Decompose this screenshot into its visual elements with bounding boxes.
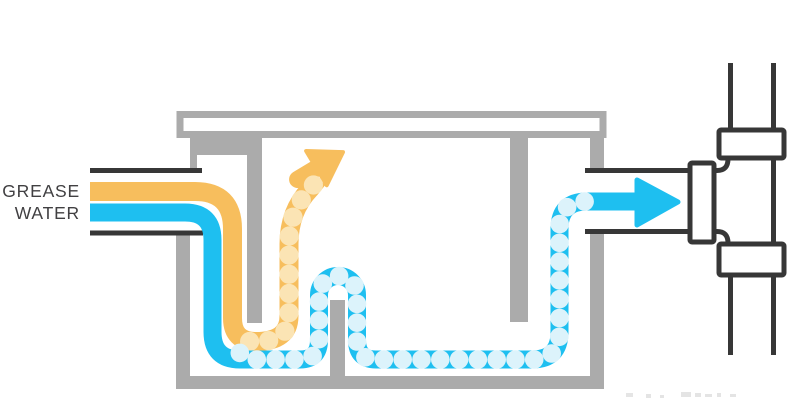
water-bubble [374, 350, 394, 369]
water-bubble [309, 292, 329, 311]
outlet-baffle [510, 138, 528, 322]
water-bubble [230, 343, 250, 363]
grease-bubble [303, 175, 323, 195]
tank [176, 111, 607, 389]
water-bubble [506, 350, 525, 369]
water-bubble [329, 266, 349, 286]
water-bubble [412, 350, 431, 369]
bottom-weir [330, 300, 345, 376]
watermark-remnant [626, 392, 736, 398]
water-bubble [542, 344, 561, 363]
water-bubble [345, 276, 364, 295]
pipe-coupling-lower [716, 241, 787, 278]
water-bubble [309, 329, 329, 349]
inlet-baffle [196, 138, 262, 323]
water-bubble [550, 327, 569, 347]
grease-bubble [283, 207, 303, 227]
water-bubble [550, 252, 569, 271]
water-bubble [524, 350, 544, 369]
water-bubble [468, 350, 488, 369]
water-bubble [449, 350, 469, 369]
water-bubble [550, 233, 569, 253]
tank-lid [176, 111, 607, 138]
water-bubble [550, 271, 569, 290]
grease-arrow-head [304, 148, 346, 188]
tank-bottom [176, 376, 604, 389]
tank-left-wall-lower [176, 233, 190, 380]
water-bubble [309, 311, 329, 330]
water-bubble [347, 294, 367, 314]
water-bubble [347, 332, 367, 351]
water-bubble [266, 350, 285, 369]
water-bubble [550, 308, 569, 328]
water-outlet-arrow-head [634, 177, 681, 228]
water-bubble [393, 350, 413, 369]
tank-left-wall-upper [190, 135, 197, 171]
water-bubble [347, 313, 367, 333]
water-bubble [247, 350, 267, 369]
water-bubble [487, 350, 507, 369]
water-bubble [313, 274, 333, 293]
water-bubble [575, 192, 594, 211]
grease-bubble [279, 303, 299, 323]
water-bubble [303, 346, 322, 366]
water-bubble [550, 289, 569, 309]
water-bubble [550, 214, 569, 234]
tank-right-wall-upper [590, 135, 604, 171]
grease-bubble [291, 190, 311, 210]
tee-top-curve [712, 158, 731, 173]
tank-right-wall-lower [590, 230, 604, 380]
water-bubble [557, 197, 577, 217]
grease-bubble [275, 321, 295, 341]
grease-bubble [259, 331, 279, 351]
grease-label: GREASE [2, 181, 80, 201]
grease-bubble [279, 245, 299, 265]
tee-bottom-curve [712, 229, 731, 244]
grease-bubble [279, 226, 299, 246]
outlet-flange [687, 160, 717, 245]
water-label: WATER [15, 203, 80, 223]
grease-bubble [279, 264, 299, 284]
pipe-coupling-upper [716, 127, 787, 161]
water-bubble [356, 348, 375, 367]
grease-arrow-shaft [289, 158, 327, 188]
grease-rise-arrow [289, 148, 346, 188]
drain-pipe-assembly [687, 63, 787, 355]
grease-bubble [279, 283, 299, 304]
water-bubble [285, 350, 304, 369]
water-bubble [431, 350, 450, 369]
